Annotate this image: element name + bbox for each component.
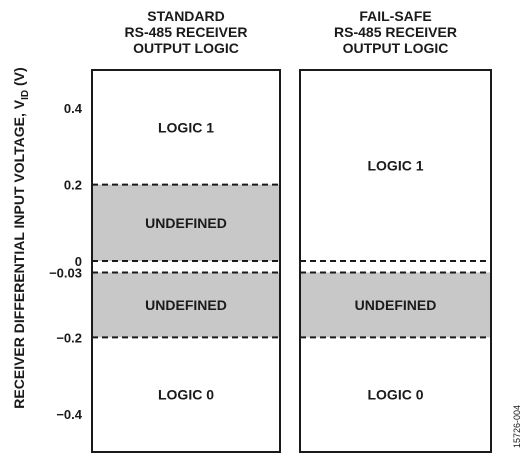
undefined-region-fill — [92, 184, 280, 261]
undefined-region-label: UNDEFINED — [355, 297, 437, 313]
y-tick-label: 0.2 — [64, 178, 82, 193]
column-header-line: STANDARD — [147, 8, 225, 24]
logic-1-label: LOGIC 1 — [158, 119, 214, 135]
column-header-line: OUTPUT LOGIC — [133, 40, 239, 56]
undefined-region-fill — [300, 272, 491, 338]
y-axis-label-unit: (V) — [11, 67, 27, 90]
y-tick-label: −0.03 — [49, 265, 82, 280]
column-header-line: RS-485 RECEIVER — [125, 24, 248, 40]
y-tick-label: 0.4 — [64, 101, 83, 116]
undefined-region-shading-layer — [92, 184, 491, 338]
y-tick-label: 0 — [75, 254, 82, 269]
y-axis-label-main: RECEIVER DIFFERENTIAL INPUT VOLTAGE, V — [11, 99, 27, 408]
y-tick-label: −0.2 — [56, 330, 82, 345]
logic-1-label: LOGIC 1 — [367, 158, 423, 174]
column-frames-layer — [91, 69, 492, 453]
column-header-line: OUTPUT LOGIC — [343, 40, 449, 56]
fail-safe-column-frame — [299, 69, 492, 453]
logic-0-label: LOGIC 0 — [158, 387, 214, 403]
logic-0-label: LOGIC 0 — [367, 387, 423, 403]
undefined-region-label: UNDEFINED — [145, 215, 227, 231]
column-header-line: RS-485 RECEIVER — [334, 24, 457, 40]
threshold-lines-layer — [92, 183, 491, 339]
y-axis-ticks-layer: 0.4 0.2 0−0.03 −0.2 −0.4 — [49, 101, 83, 422]
undefined-region-fill — [92, 272, 280, 338]
y-axis-label-subscript: ID — [20, 90, 31, 100]
region-labels-layer: LOGIC 1 UNDEFINED UNDEFINED LOGIC 0 LOGIC 1 U… — [145, 119, 436, 402]
undefined-region-label: UNDEFINED — [145, 297, 227, 313]
y-tick-label: −0.4 — [56, 407, 82, 422]
standard-column-frame — [91, 69, 281, 453]
y-axis-label: RECEIVER DIFFERENTIAL INPUT VOLTAGE, VID… — [11, 67, 31, 408]
column-header-line: FAIL-SAFE — [359, 8, 431, 24]
figure-id: 15726-004 — [512, 405, 522, 448]
